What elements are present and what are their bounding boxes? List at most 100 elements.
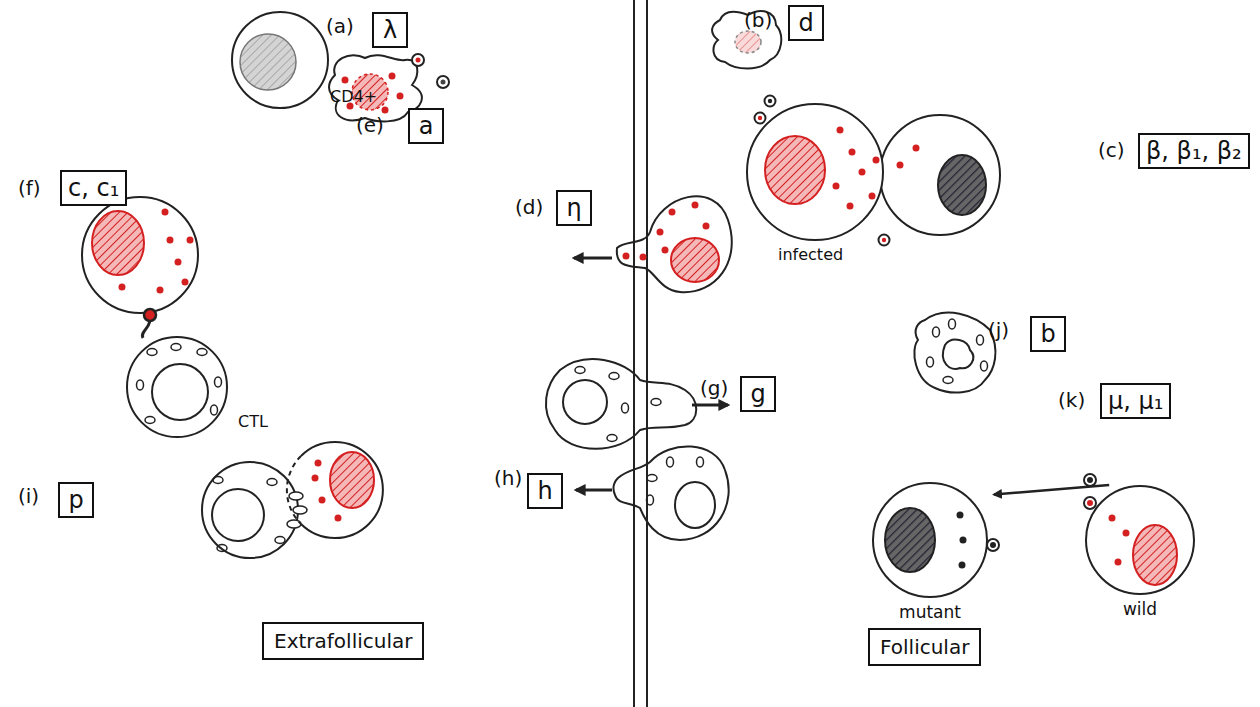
dying-cell-part	[441, 80, 446, 85]
immigrating-cell-part	[563, 380, 607, 424]
mutant-wild-details-part	[957, 512, 964, 519]
mutant-wild-details-part	[1123, 530, 1130, 537]
letter-box: λ	[372, 12, 408, 48]
macrophage-cell-part	[927, 357, 934, 367]
perforin-cells-part	[267, 479, 277, 486]
callout-number: (j)	[988, 318, 1009, 342]
callout-number: (i)	[18, 484, 39, 508]
node-text: μ, μ₁	[1108, 385, 1163, 417]
target-cell-part	[92, 211, 144, 275]
infected-cell-pair-part	[765, 96, 776, 107]
target-cell-part	[167, 237, 174, 244]
target-cell-part	[142, 321, 150, 338]
callout-number: (b)	[744, 8, 772, 32]
letter-box: a	[408, 108, 444, 144]
transfer-arrow	[994, 485, 1109, 495]
perforin-cells-part	[202, 462, 298, 558]
ctl-cell-part	[145, 417, 155, 424]
infected-cell-pair-part	[913, 145, 920, 152]
emigrating-cell	[576, 446, 729, 540]
target-cell-part	[175, 259, 182, 266]
mutant-wild-details	[885, 474, 1177, 585]
ctl-cell-part	[152, 364, 208, 420]
target-cell	[82, 197, 198, 338]
region-box: Extrafollicular	[262, 622, 424, 660]
emigrating-cell-part	[697, 457, 704, 467]
perforin-cells	[202, 442, 383, 558]
ctl-cell-part	[215, 377, 222, 387]
callout-number: (f)	[18, 176, 41, 200]
emigrating-infected-cell-part	[623, 253, 630, 260]
mutant-wild-details-part	[1087, 500, 1093, 506]
letter-box: β, β₁, β₂	[1138, 133, 1250, 169]
macrophage-cell-part	[943, 340, 973, 369]
ctl-cell-part	[147, 349, 157, 356]
emigrating-cell-part	[675, 482, 715, 528]
infected-cell-pair-part	[765, 136, 825, 204]
emigrating-infected-cell-part	[617, 196, 732, 292]
ctl-cell-part	[127, 337, 227, 437]
mutant-wild-details-part	[1115, 559, 1122, 566]
infected-cell-pair	[747, 96, 1000, 246]
apoptotic-cell-part	[735, 31, 761, 53]
dying-cell-part	[389, 73, 396, 80]
infected-cell-pair-part	[755, 113, 766, 124]
infected-cell-pair-part	[833, 183, 840, 190]
node-text: β, β₁, β₂	[1146, 135, 1242, 167]
mutant-wild-details-part	[1084, 474, 1096, 486]
infected-cell-pair-part	[768, 99, 772, 103]
node-text: Extrafollicular	[274, 628, 412, 654]
callout-number: (d)	[515, 195, 543, 219]
node-text: η	[564, 192, 584, 224]
perforin-cells-part	[275, 537, 285, 544]
macrophage-cell-part	[949, 319, 956, 329]
emigrating-infected-cell	[574, 196, 732, 292]
perforin-cells-part	[212, 489, 264, 541]
target-cell-part	[182, 279, 189, 286]
infected-cell-pair-part	[859, 169, 866, 176]
mutant-wild-details-part	[1109, 515, 1116, 522]
mutant-wild-details-part	[885, 508, 935, 572]
emigrating-infected-cell-part	[574, 257, 612, 260]
emigrating-cell-part	[647, 475, 657, 482]
mutant-wild-details-part	[1084, 497, 1096, 509]
ctl-cell-part	[171, 344, 181, 351]
macrophage-cell-part	[914, 313, 995, 393]
node-text: Follicular	[880, 634, 969, 660]
callout-number: (c)	[1098, 138, 1125, 162]
letter-box: b	[1030, 316, 1066, 352]
emigrating-infected-cell-part	[692, 202, 699, 209]
wild-cell: wild	[1085, 485, 1195, 595]
mutant-wild-details-part	[990, 542, 996, 548]
emigrating-infected-cell-part	[657, 229, 664, 236]
cell-label: CD4+	[330, 85, 377, 109]
letter-box: η	[556, 190, 592, 226]
emigrating-cell-part	[647, 495, 654, 505]
node-text: p	[66, 484, 86, 516]
node-text: c, c₁	[68, 172, 119, 204]
perforin-cells-part	[301, 442, 383, 538]
perforin-cells-part	[315, 460, 322, 467]
perforin-cells-part	[330, 452, 374, 508]
cell-label: CTL	[238, 410, 268, 434]
infected-cell-pair-part	[873, 157, 880, 164]
infected-cell-pair-part	[869, 193, 876, 200]
callout-number: (h)	[494, 466, 522, 490]
immigrating-cell-part	[546, 359, 696, 449]
membrane-divider-part	[646, 0, 648, 707]
macrophage-cell-part	[943, 377, 953, 384]
letter-box: h	[527, 473, 563, 509]
emigrating-cell-part	[667, 457, 674, 467]
letter-box: g	[740, 376, 776, 412]
emigrating-cell-part	[614, 446, 729, 540]
mutant-cell: mutant	[872, 482, 988, 598]
macrophage-cell	[914, 313, 995, 393]
mutant-wild-details-part	[987, 539, 999, 551]
perforin-cells-part	[287, 520, 301, 528]
letter-box: μ, μ₁	[1100, 383, 1171, 419]
target-cell-part	[157, 287, 164, 294]
mutant-wild-details-part	[959, 562, 966, 569]
emigrating-infected-cell-part	[671, 238, 719, 282]
